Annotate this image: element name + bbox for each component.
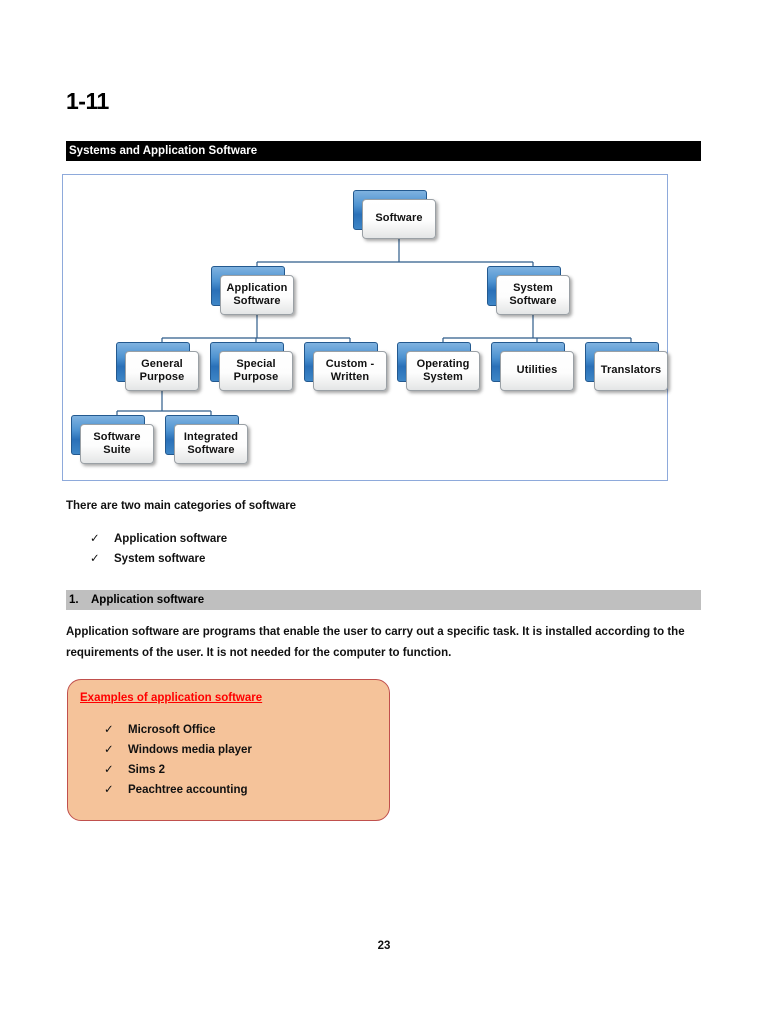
definition-paragraph: Application software are programs that e… [66, 626, 685, 660]
section-title: Application software [91, 594, 205, 606]
list-item: ✓ Peachtree accounting [104, 780, 252, 800]
section-number: 1. [69, 594, 79, 606]
connector-software [256, 239, 534, 275]
list-item-label: Windows media player [128, 744, 252, 756]
intro-paragraph: There are two main categories of softwar… [66, 500, 297, 512]
org-node-label: Custom -Written [313, 351, 387, 391]
examples-callout-list: ✓ Microsoft Office ✓ Windows media player ✓ S… [104, 720, 252, 800]
page-number: 23 [377, 940, 391, 952]
org-node-label: Software [362, 199, 436, 239]
org-node-utilities: Utilities [491, 342, 574, 391]
list-item: ✓ Application software [90, 529, 227, 549]
check-icon: ✓ [90, 533, 100, 545]
list-item: ✓ Windows media player [104, 740, 252, 760]
list-item-label: Microsoft Office [128, 724, 216, 736]
list-item-label: System software [114, 553, 206, 565]
org-node-label: Utilities [500, 351, 574, 391]
list-item-label: Sims 2 [128, 764, 166, 776]
list-item-label: Application software [114, 533, 228, 545]
list-item-label: Peachtree accounting [128, 784, 248, 796]
examples-callout: Examples of application software ✓ Micros… [67, 679, 390, 821]
check-icon: ✓ [90, 553, 100, 565]
connector-general-purpose [116, 391, 212, 424]
org-node-custom-written: Custom -Written [304, 342, 387, 391]
check-icon: ✓ [104, 744, 114, 756]
list-item: ✓ System software [90, 549, 227, 569]
org-node-translators: Translators [585, 342, 668, 391]
examples-callout-title: Examples of application software [80, 692, 263, 704]
list-item: ✓ Microsoft Office [104, 720, 252, 740]
org-node-label: Translators [594, 351, 668, 391]
numbered-section-bar: 1. Application software [66, 590, 701, 610]
check-icon: ✓ [104, 724, 114, 736]
software-categories-list: ✓ Application software ✓ System software [90, 529, 227, 569]
check-icon: ✓ [104, 764, 114, 776]
section-header-bar: Systems and Application Software [66, 141, 701, 161]
list-item: ✓ Sims 2 [104, 760, 252, 780]
org-node-software: Software [353, 190, 436, 239]
page-title: 1-11 [66, 88, 109, 114]
check-icon: ✓ [104, 784, 114, 796]
